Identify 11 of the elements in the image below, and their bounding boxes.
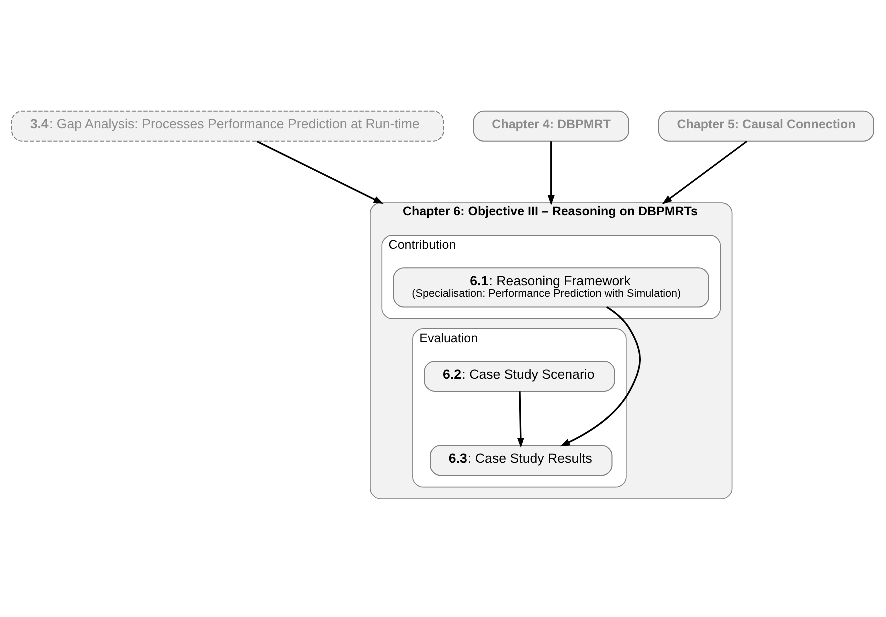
arrow xyxy=(560,306,641,447)
node-box: 6.1: Reasoning Framework (Specialisation: Performance Prediction with Simulation) xyxy=(393,268,710,308)
node-box: 3.4: Gap Analysis: Processes Performance Prediction at Run-time xyxy=(12,110,444,142)
arrow xyxy=(517,392,524,448)
node-box: 6.3: Case Study Results xyxy=(430,445,613,476)
arrow xyxy=(256,140,384,204)
arrow xyxy=(548,142,555,206)
arrow xyxy=(662,140,748,205)
node-box: Chapter 4: DBPMRT xyxy=(473,110,630,142)
node-box: Chapter 5: Causal Connection xyxy=(658,110,874,142)
node-box: 6.2: Case Study Scenario xyxy=(424,360,616,392)
